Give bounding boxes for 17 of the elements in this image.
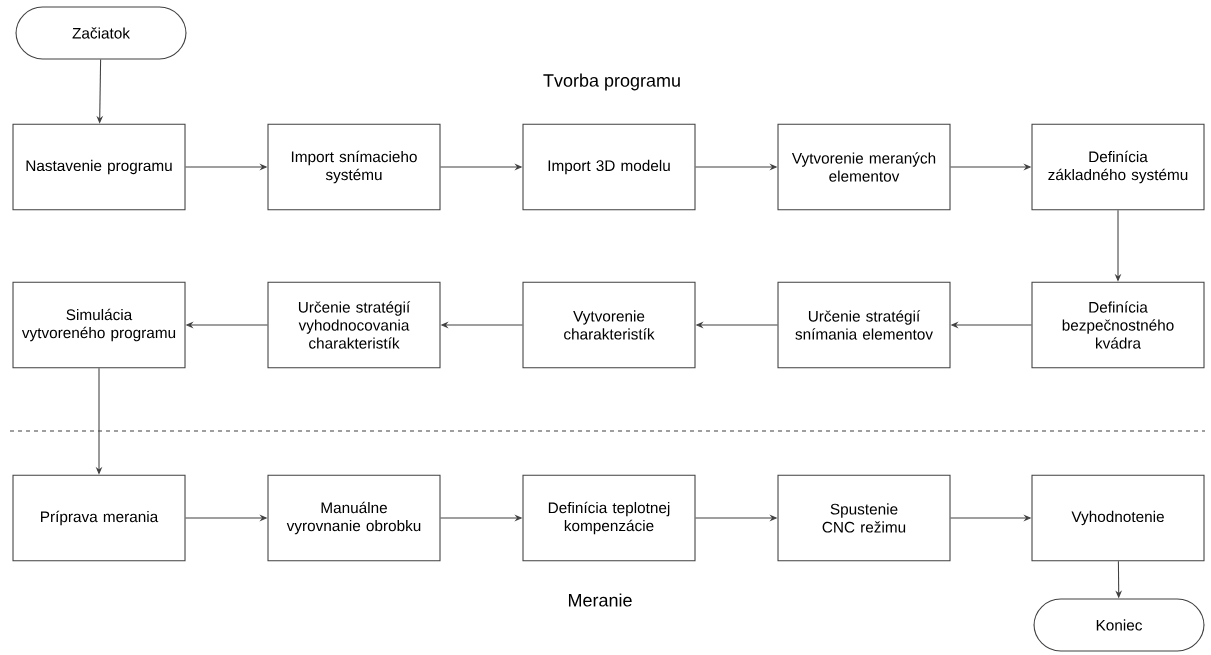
process-box: Simulácia vytvoreného programu — [12, 281, 186, 369]
process-box: Určenie stratégií snímania elementov — [777, 281, 951, 369]
process-box: Definícia bezpečnostného kvádra — [1031, 281, 1205, 369]
process-box: Vyhodnotenie — [1031, 474, 1205, 562]
section-label: Meranie — [569, 593, 632, 607]
process-box: Import 3D modelu — [522, 123, 696, 211]
section-label: Tvorba programu — [543, 73, 680, 91]
process-box: Príprava merania — [12, 474, 186, 562]
process-box: Import snímacieho systému — [267, 123, 441, 211]
process-box: Definícia teplotnej kompenzácie — [522, 474, 696, 562]
process-box: Určenie stratégií vyhodnocovania charakteristík — [267, 281, 441, 369]
process-box: Manuálne vyrovnanie obrobku — [267, 474, 441, 562]
process-box: Vytvorenie charakteristík — [522, 281, 696, 369]
process-box: Vytvorenie meraných elementov — [777, 123, 951, 211]
process-box: Nastavenie programu — [12, 123, 186, 211]
process-box: Definícia základného systému — [1031, 123, 1205, 211]
process-box: Spustenie CNC režimu — [777, 474, 951, 562]
